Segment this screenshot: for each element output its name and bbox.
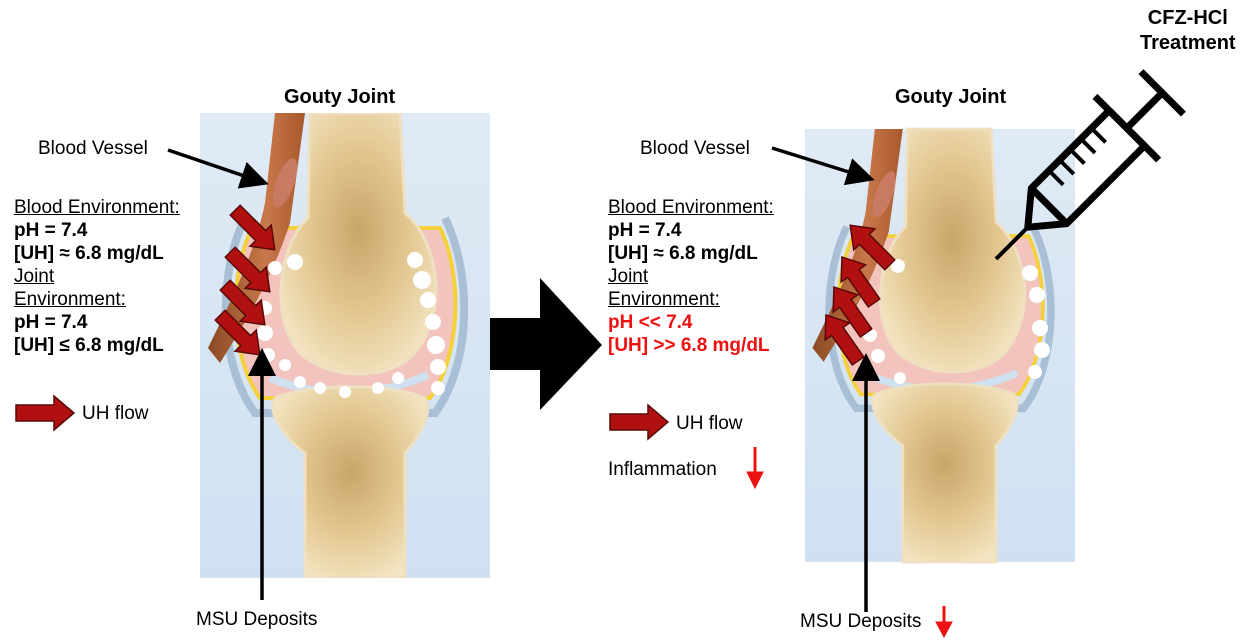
right-panel-title: Gouty Joint — [895, 86, 1006, 109]
inflammation-decrease-icon — [747, 472, 763, 488]
right-msu-label: MSU Deposits — [800, 612, 921, 631]
left-joint-uh: [UH] ≤ 6.8 mg/dL — [14, 334, 180, 357]
left-legend-label: UH flow — [82, 404, 149, 423]
right-blood-ph: pH = 7.4 — [608, 219, 774, 242]
left-blood-uh: [UH] ≈ 6.8 mg/dL — [14, 242, 180, 265]
left-joint-ph: pH = 7.4 — [14, 311, 180, 334]
left-blood-env-heading: Blood Environment: — [14, 196, 180, 219]
left-blood-vessel-label: Blood Vessel — [38, 139, 148, 158]
left-legend-arrow-icon — [16, 396, 74, 430]
left-joint-env-heading-2: Environment: — [14, 288, 180, 311]
right-blood-env-heading: Blood Environment: — [608, 196, 774, 219]
left-panel-title: Gouty Joint — [284, 86, 395, 109]
msu-decrease-icon — [936, 622, 952, 637]
left-blood-ph: pH = 7.4 — [14, 219, 180, 242]
transition-arrow-icon — [490, 278, 602, 410]
right-environment-block: Blood Environment: pH = 7.4 [UH] ≈ 6.8 m… — [608, 196, 774, 357]
treatment-line-1: CFZ-HCl — [1140, 6, 1236, 31]
left-joint-env-heading-1: Joint — [14, 265, 180, 288]
right-legend-arrow-icon — [610, 405, 668, 439]
right-joint-env-heading-1: Joint — [608, 265, 774, 288]
inflammation-label: Inflammation — [608, 460, 717, 479]
right-joint-ph: pH << 7.4 — [608, 311, 774, 334]
treatment-line-2: Treatment — [1140, 31, 1236, 56]
right-joint-env-heading-2: Environment: — [608, 288, 774, 311]
left-msu-label: MSU Deposits — [196, 610, 317, 629]
right-joint-uh: [UH] >> 6.8 mg/dL — [608, 334, 774, 357]
right-legend-label: UH flow — [676, 414, 743, 433]
right-blood-uh: [UH] ≈ 6.8 mg/dL — [608, 242, 774, 265]
right-blood-vessel-label: Blood Vessel — [640, 139, 750, 158]
left-environment-block: Blood Environment: pH = 7.4 [UH] ≈ 6.8 m… — [14, 196, 180, 357]
treatment-label: CFZ-HCl Treatment — [1140, 6, 1236, 56]
